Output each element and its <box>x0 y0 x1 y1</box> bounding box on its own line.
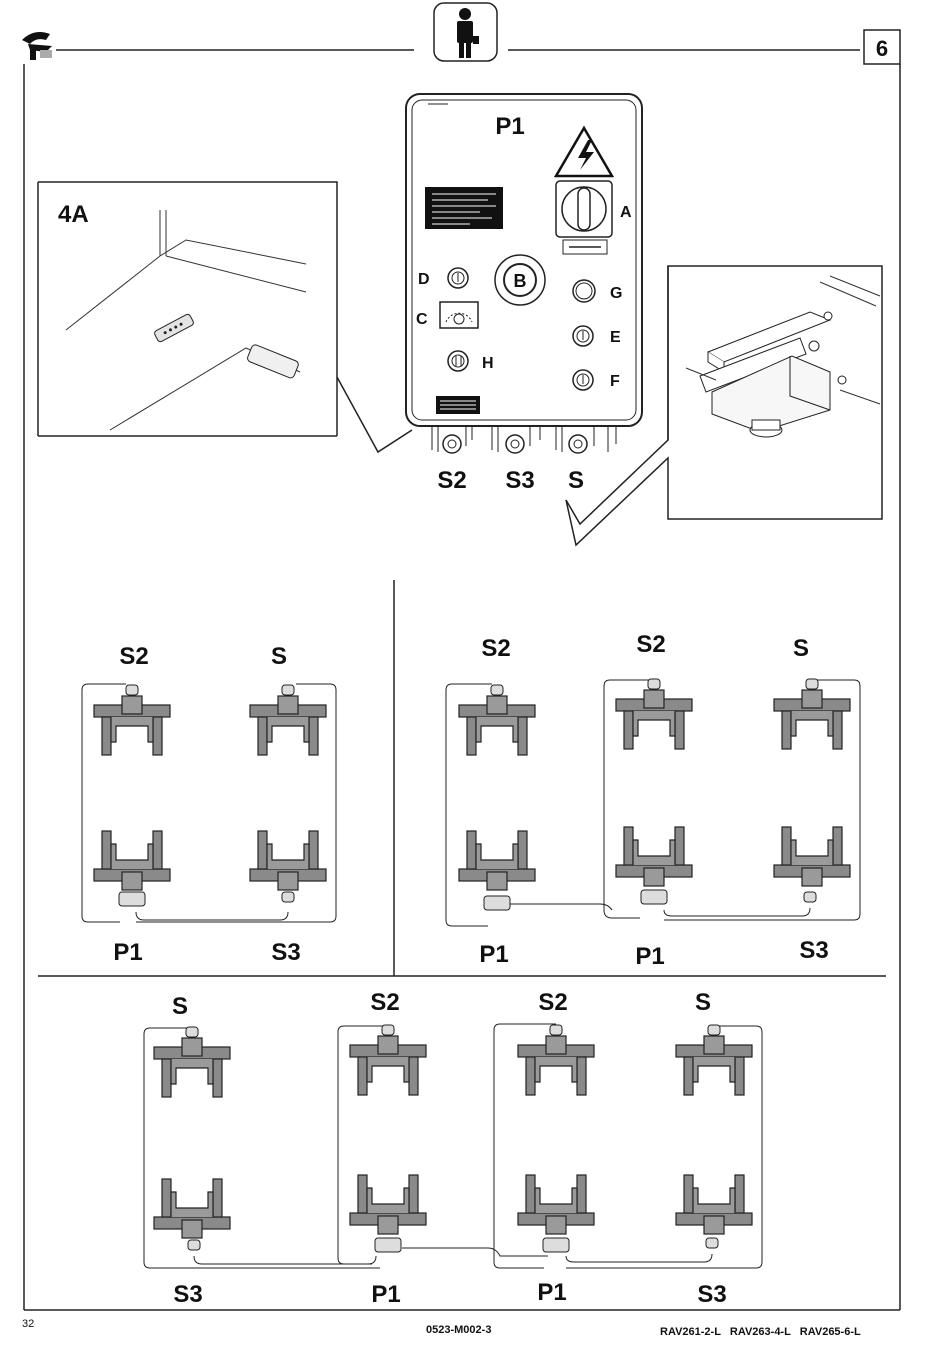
label-f: F <box>610 373 620 390</box>
label-a: A <box>620 204 632 221</box>
layout6-top-s-a: S <box>172 993 188 1020</box>
indicator-g <box>573 280 595 302</box>
layout2-top-s: S <box>271 643 287 670</box>
label-c: C <box>416 311 428 328</box>
label-b: B <box>514 271 527 291</box>
layout6-top-s-b: S <box>695 989 711 1016</box>
button-e[interactable] <box>573 326 593 346</box>
label-d: D <box>418 271 430 288</box>
operator-icon <box>434 3 497 61</box>
vent-grille <box>436 396 480 414</box>
layout2-bottom-s3: S3 <box>271 939 300 966</box>
button-f[interactable] <box>573 370 593 390</box>
detail-label: 4A <box>58 201 89 228</box>
layout6-bottom-s3-a: S3 <box>173 1281 202 1308</box>
layout6-bottom-p1-a: P1 <box>371 1281 400 1308</box>
layout2-top-s2: S2 <box>119 643 148 670</box>
layout4-bottom-p1-b: P1 <box>635 943 664 970</box>
layout4-top-s: S <box>793 635 809 662</box>
socket-label-s2: S2 <box>437 467 466 494</box>
socket-label-s3: S3 <box>505 467 534 494</box>
layout6-top-s2-b: S2 <box>538 989 567 1016</box>
model-list: RAV261-2-L RAV263-4-L RAV265-6-L <box>660 1326 861 1338</box>
rav-logo <box>22 32 52 60</box>
detail-4a-panel <box>38 182 412 452</box>
socket-s2 <box>432 426 472 453</box>
button-d[interactable] <box>448 268 468 288</box>
layout4-top-s2-b: S2 <box>636 631 665 658</box>
socket-s3 <box>492 426 540 453</box>
layout6-bottom-p1-b: P1 <box>537 1279 566 1306</box>
gauge-c <box>440 302 478 328</box>
layout4-top-s2-a: S2 <box>481 635 510 662</box>
socket-label-s: S <box>568 467 584 494</box>
label-e: E <box>610 329 621 346</box>
socket-s <box>556 426 616 453</box>
layout4-bottom-s3: S3 <box>799 937 828 964</box>
section-number: 6 <box>876 36 888 61</box>
layout-2-columns <box>82 684 336 922</box>
button-h[interactable] <box>448 351 468 371</box>
nameplate <box>425 187 503 229</box>
label-h: H <box>482 355 494 372</box>
layout4-bottom-p1-a: P1 <box>479 941 508 968</box>
layout6-top-s2-a: S2 <box>370 989 399 1016</box>
label-g: G <box>610 285 622 302</box>
layout-4-columns <box>446 679 860 926</box>
doc-code: 0523-M002-3 <box>426 1324 491 1336</box>
page-number: 32 <box>22 1318 34 1330</box>
layout2-bottom-p1: P1 <box>113 939 142 966</box>
main-switch[interactable] <box>556 181 612 254</box>
control-box-title: P1 <box>495 113 524 140</box>
layout6-bottom-s3-b: S3 <box>697 1281 726 1308</box>
layout-6-columns <box>144 1024 762 1268</box>
